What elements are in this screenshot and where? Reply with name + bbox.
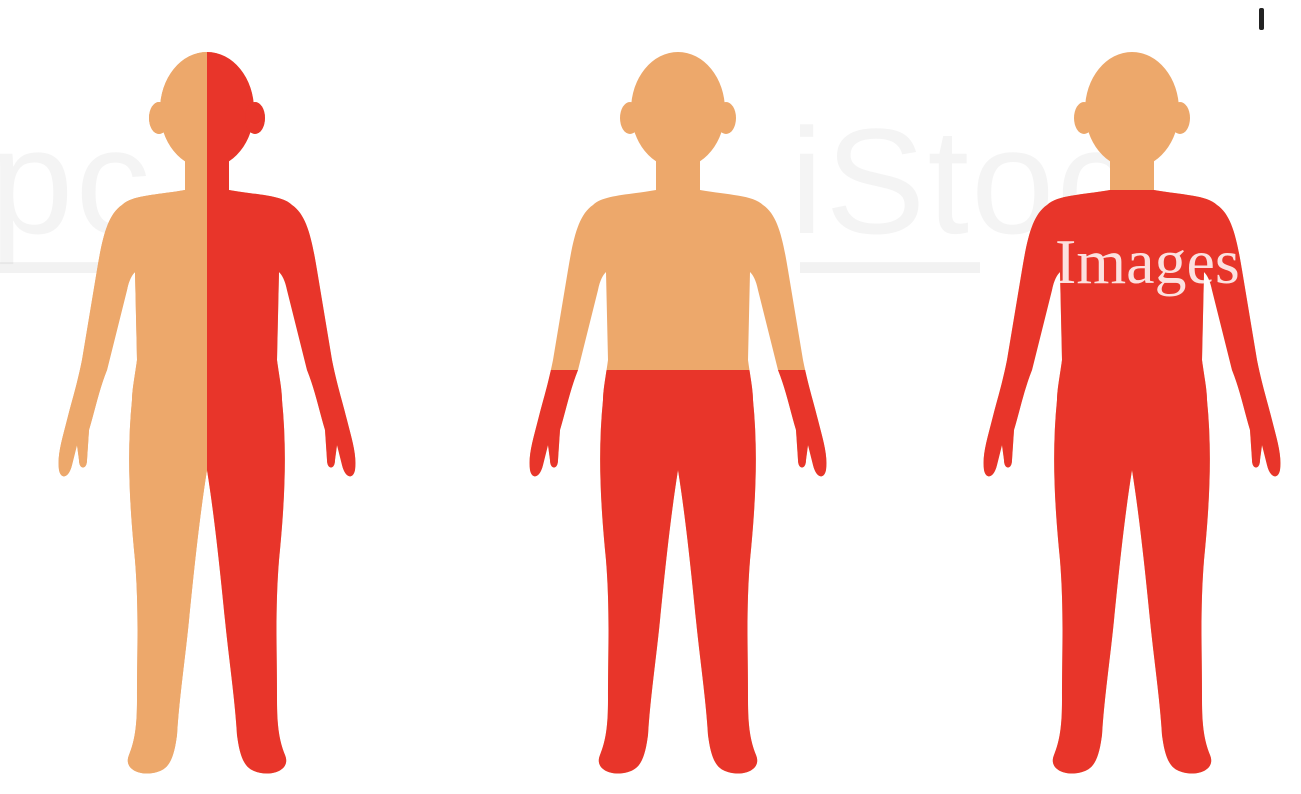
corner-mark [1259,8,1264,30]
left-figure-red-half [59,52,356,774]
